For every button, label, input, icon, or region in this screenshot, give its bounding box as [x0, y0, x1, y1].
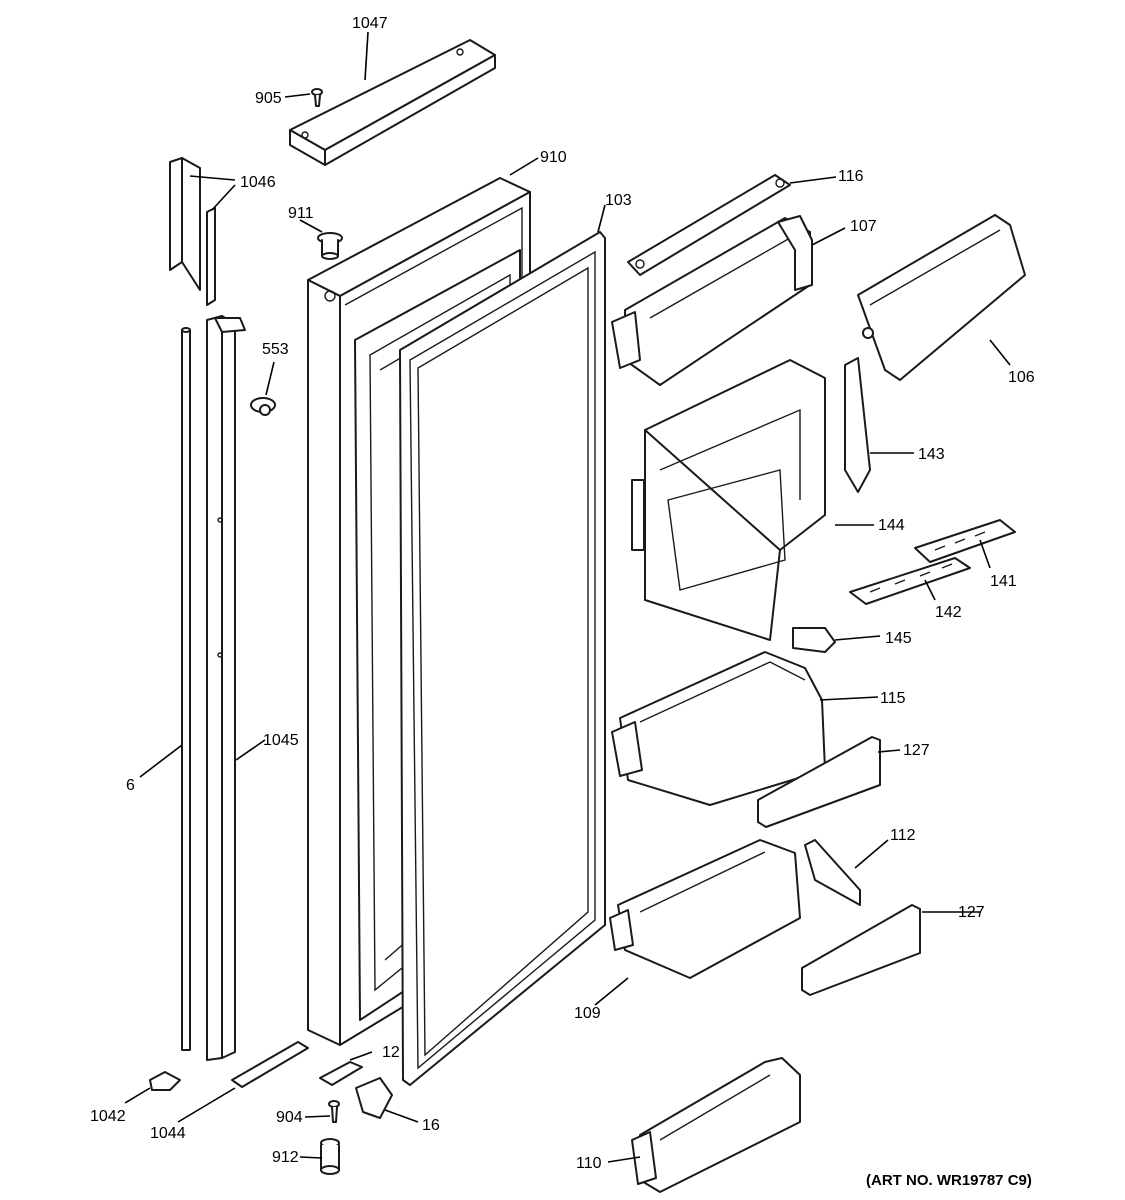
callout-142: 142: [935, 604, 962, 621]
leader-lines: [124, 31, 1011, 1163]
part-107-dairy-bin: [611, 215, 813, 386]
callout-109: 109: [574, 1005, 601, 1022]
callout-115: 115: [880, 690, 906, 707]
part-145-lamp: [792, 627, 836, 653]
callout-1042: 1042: [90, 1108, 126, 1125]
part-144-housing: [631, 359, 826, 641]
callout-112: 112: [890, 827, 916, 844]
callout-553: 553: [262, 341, 289, 358]
callout-16: 16: [422, 1117, 440, 1134]
callout-107: 107: [850, 218, 877, 235]
part-142-egg-tray: [849, 557, 971, 605]
callout-910: 910: [540, 149, 567, 166]
part-1046-trim-top: [169, 157, 216, 306]
callout-1046: 1046: [240, 174, 276, 191]
callout-12: 12: [382, 1044, 400, 1061]
part-553-screw: [250, 397, 276, 416]
part-106-bin-door: [857, 214, 1026, 381]
callout-6: 6: [126, 777, 135, 794]
part-1044-bottom-trim: [231, 1041, 309, 1088]
callout-110: 110: [576, 1155, 602, 1172]
part-103-door-gasket: [399, 231, 606, 1086]
part-905-screw: [311, 88, 323, 107]
callout-912: 912: [272, 1149, 299, 1166]
callout-127-lower: 127: [958, 904, 985, 921]
part-1042-clip: [149, 1071, 181, 1091]
callout-143: 143: [918, 446, 945, 463]
part-12-hinge: [319, 1061, 363, 1086]
part-912-bushing: [320, 1138, 340, 1175]
callout-904: 904: [276, 1109, 303, 1126]
part-904-screw: [328, 1100, 340, 1123]
callout-144: 144: [878, 517, 905, 534]
callout-116: 116: [838, 168, 864, 185]
callout-141: 141: [990, 573, 1017, 590]
callout-127-upper: 127: [903, 742, 930, 759]
part-127-bin-front-lower: [801, 904, 921, 996]
part-6-rod: [181, 327, 191, 1051]
part-1045-side-trim: [206, 315, 246, 1061]
part-109-door-bin: [609, 839, 801, 979]
part-141-egg-tray: [914, 519, 1016, 563]
part-127-bin-front-upper: [757, 736, 881, 828]
callout-1047: 1047: [352, 15, 388, 32]
part-143-bracket: [844, 357, 871, 493]
callout-911: 911: [288, 205, 314, 222]
part-112-divider: [804, 839, 861, 906]
callout-labels: 1047 905 910 1046 911 103 116 107 106 55…: [90, 15, 1035, 1189]
part-116-bin-cover: [627, 174, 791, 276]
part-115-door-bin: [611, 651, 826, 806]
callout-106: 106: [1008, 369, 1035, 386]
part-1047-top-trim: [289, 39, 496, 166]
callout-145: 145: [885, 630, 912, 647]
callout-1044: 1044: [150, 1125, 186, 1142]
callout-103: 103: [605, 192, 632, 209]
part-16-hinge-cover: [355, 1077, 393, 1119]
callout-905: 905: [255, 90, 282, 107]
art-number: (ART NO. WR19787 C9): [866, 1172, 1032, 1189]
part-110-bottom-bin: [631, 1057, 801, 1193]
part-911-bushing: [317, 232, 343, 260]
callout-1045: 1045: [263, 732, 299, 749]
